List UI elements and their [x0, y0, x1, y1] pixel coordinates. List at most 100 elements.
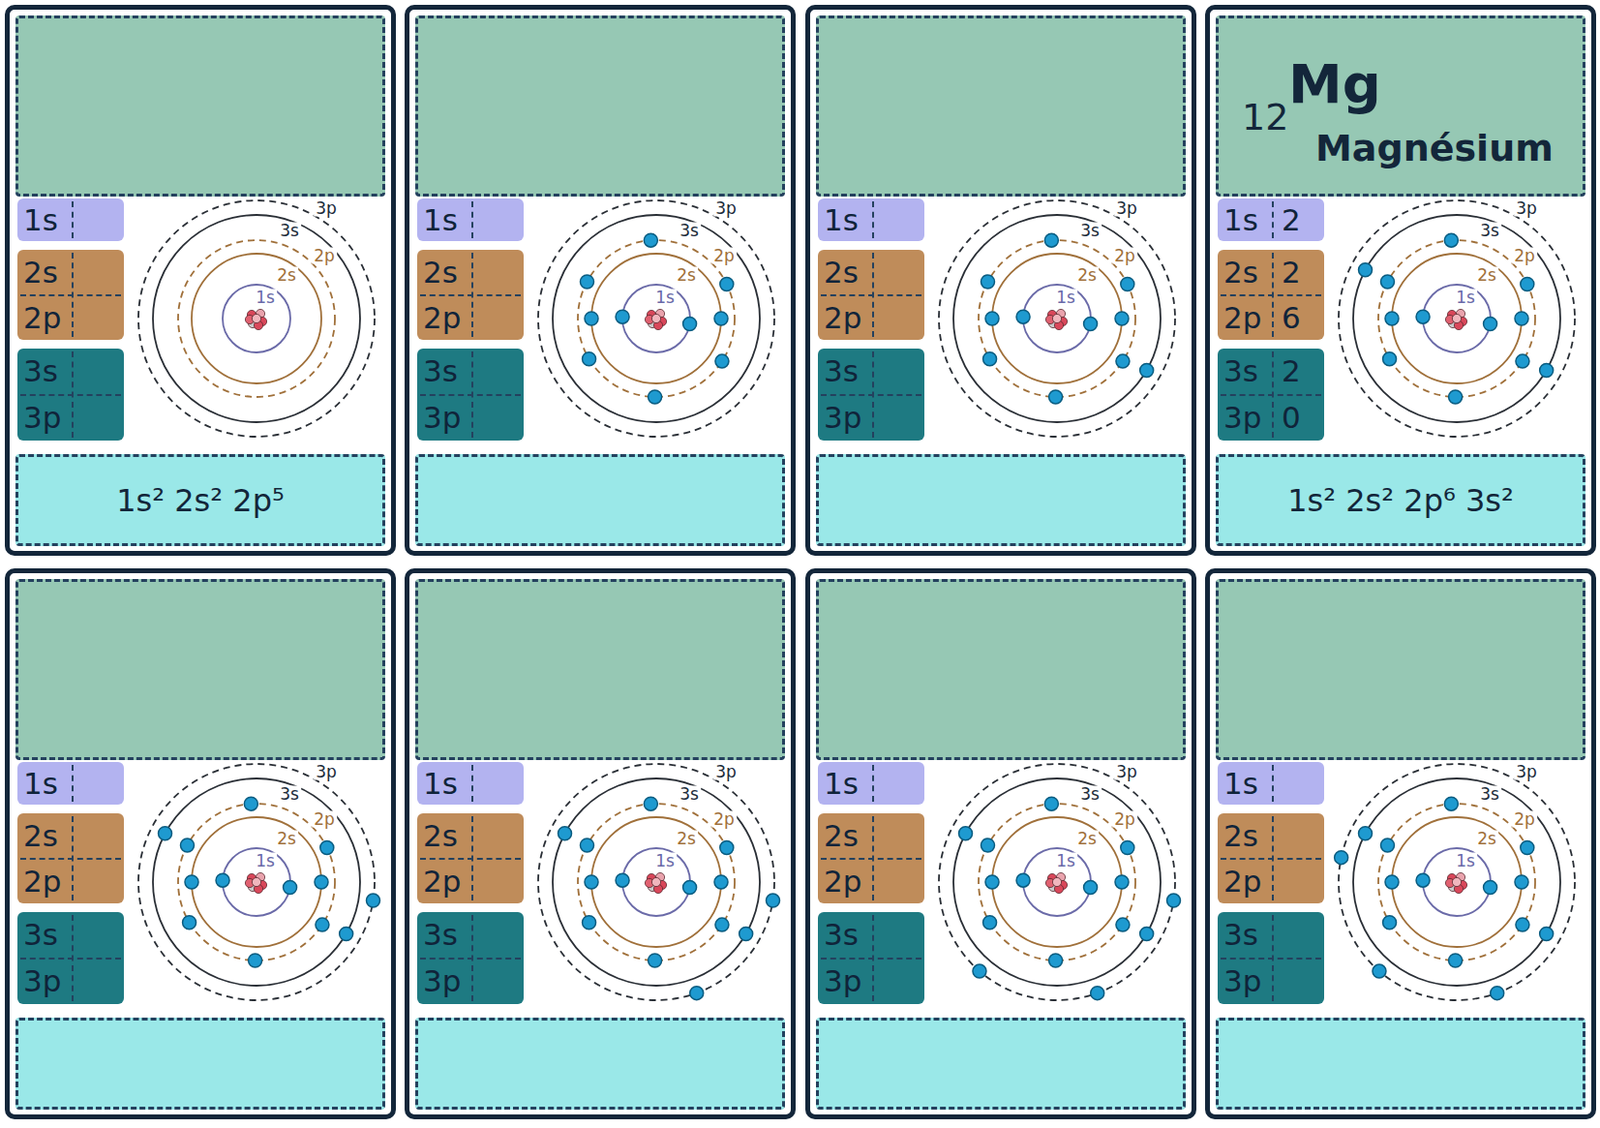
orbit-label: 2p [311, 811, 337, 828]
electron [1514, 311, 1529, 326]
electron [1383, 352, 1397, 366]
electron [1016, 873, 1030, 887]
electron-count: 2 [1281, 249, 1301, 296]
electron [1120, 840, 1135, 854]
empty-header-box [1215, 578, 1586, 760]
orbit-label: 3p [1114, 763, 1140, 781]
electron [615, 309, 630, 324]
electron [184, 875, 199, 889]
electron [314, 875, 329, 889]
subshell-table-box: 2s2p [17, 249, 124, 340]
table-divider [1220, 393, 1322, 396]
table-divider [420, 294, 521, 297]
electron [648, 953, 663, 967]
nucleus-particle [251, 313, 261, 323]
orbit-ring [152, 778, 361, 986]
orbit-ring [552, 214, 760, 423]
electron [714, 875, 728, 889]
orbit-label: 3p [1513, 763, 1540, 781]
nucleus-particle [1052, 876, 1061, 886]
subshell-label: 1s [823, 198, 859, 242]
orbit-label: 2s [1475, 267, 1499, 284]
electron [582, 915, 597, 930]
orbit-label: 1s [1054, 289, 1078, 306]
empty-header-box [815, 578, 1186, 760]
orbit-label: 3p [1513, 200, 1540, 217]
orbit-label: 2p [1511, 811, 1538, 828]
electron [643, 233, 658, 247]
subshell-label: 2p [422, 858, 461, 905]
table-divider [420, 393, 521, 396]
electron [683, 879, 697, 894]
electron [1084, 879, 1098, 894]
subshell-label: 2p [422, 295, 461, 341]
orbit-label: 2s [674, 267, 698, 284]
subshell-table-box: 3s3p [817, 348, 925, 441]
electron [243, 796, 258, 811]
electron [648, 390, 663, 404]
orbit-ring [938, 763, 1176, 1000]
subshell-label: 1s [823, 761, 859, 805]
electron [158, 826, 173, 841]
electron [582, 352, 597, 366]
nucleus-particle [251, 876, 261, 886]
nucleus-particle [1451, 313, 1461, 323]
orbit-label: 3s [1478, 222, 1502, 240]
subshell-table-box: 2s2p [1217, 813, 1325, 904]
electron [983, 352, 997, 366]
subshell-label: 2p [1223, 858, 1262, 905]
orbit-label: 2s [1075, 267, 1099, 284]
electron [283, 879, 298, 894]
electron [1380, 838, 1394, 852]
electron [683, 316, 697, 331]
orbit-ring [938, 200, 1176, 437]
subshell-label: 3s [23, 911, 59, 959]
orbit-ring [1422, 284, 1491, 353]
orbit-label: 2s [274, 830, 299, 847]
subshell-table-box: 2s2p [417, 249, 524, 340]
table-divider [420, 857, 521, 860]
electron-configuration-box: 1s² 2s² 2p⁶ 3s² [1215, 453, 1586, 546]
orbit-label: 3s [277, 785, 302, 803]
table-divider [872, 764, 875, 802]
subshell-table-box: 1s [17, 198, 124, 242]
subshell-label: 3s [1223, 911, 1259, 959]
empty-header-box [15, 578, 386, 760]
subshell-table-box: 3s3p [17, 911, 124, 1004]
electron-configuration: 1s² 2s² 2p⁶ 3s² [1287, 482, 1514, 519]
electron [1049, 953, 1063, 967]
table-divider [20, 393, 121, 396]
electron [1358, 826, 1373, 841]
orbit-label: 3p [713, 200, 739, 217]
orbit-ring [1391, 816, 1522, 947]
orbit-label: 2p [311, 247, 337, 265]
electron [1116, 917, 1130, 932]
electron [180, 838, 194, 852]
electron [182, 915, 197, 930]
electron [1115, 311, 1129, 326]
electron [980, 274, 995, 289]
electron [1483, 879, 1498, 894]
subshell-label: 2s [422, 249, 458, 296]
electron [985, 875, 999, 889]
electron [1120, 276, 1135, 291]
orbit-ring [191, 816, 322, 947]
orbit-label: 3s [677, 222, 701, 240]
electron [959, 826, 973, 841]
electron [985, 311, 999, 326]
nucleus-particle [651, 876, 661, 886]
orbit-ring [538, 763, 775, 1000]
table-divider [820, 294, 922, 297]
subshell-label: 2s [823, 813, 859, 859]
table-divider [872, 201, 875, 239]
empty-header-box [415, 578, 785, 760]
orbit-ring [191, 253, 322, 384]
electron [1449, 953, 1463, 967]
element-symbol: Mg [1288, 51, 1382, 117]
electron [1416, 873, 1430, 887]
orbit-ring [1023, 847, 1091, 916]
electron [584, 311, 599, 326]
orbit-label: 3p [713, 763, 739, 781]
table-divider [1220, 957, 1322, 960]
